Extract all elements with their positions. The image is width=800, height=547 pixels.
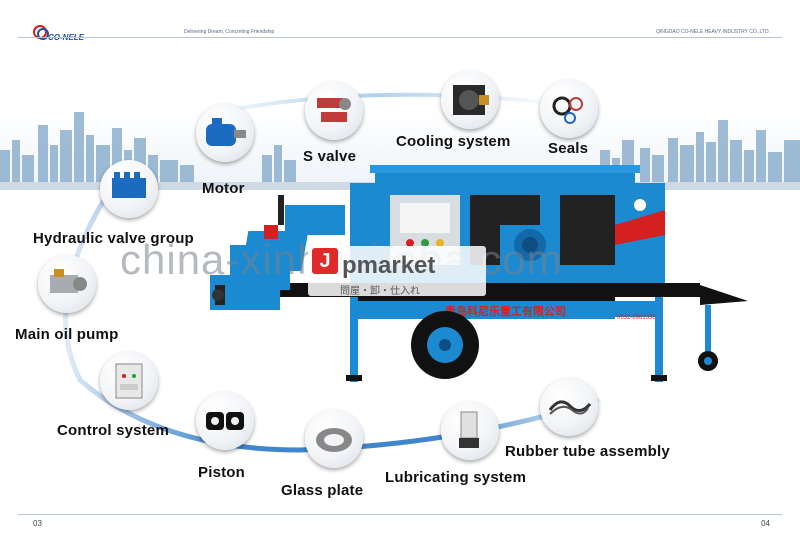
control-system-image — [100, 352, 158, 410]
label-control-system: Control system — [57, 422, 169, 439]
glass-plate-image — [305, 410, 363, 468]
label-motor: Motor — [202, 180, 245, 197]
machine-banner-text: 青岛科尼乐重工有限公司 — [445, 304, 566, 318]
label-s-valve: S valve — [303, 148, 357, 165]
label-hydraulic-valve-group: Hydraulic valve group — [33, 230, 194, 247]
main-oil-pump-image — [38, 255, 96, 313]
page-number-left: 03 — [33, 519, 42, 528]
hydraulic-valve-group-image — [100, 160, 158, 218]
seals-image — [540, 80, 598, 138]
label-cooling-system: Cooling system — [396, 133, 511, 150]
piston-image — [196, 392, 254, 450]
lubricating-system-image — [441, 402, 499, 460]
cooling-system-image — [441, 71, 499, 129]
label-piston: Piston — [198, 464, 246, 481]
watermark-jpmarket-sub: 問屋・卸・仕入れ — [340, 286, 420, 297]
label-glass-plate: Glass plate — [281, 482, 364, 499]
page-number-right: 04 — [761, 519, 770, 528]
jpmarket-logo-icon: J — [312, 248, 338, 274]
rubber-tube-assembly-image — [540, 378, 598, 436]
label-seals: Seals — [548, 140, 589, 157]
header-divider — [18, 37, 782, 38]
label-main-oil-pump: Main oil pump — [15, 326, 119, 343]
label-lubricating-system: Lubricating system — [385, 469, 527, 486]
header-slogan: Delivering Dream, Concreting Friendship — [184, 29, 275, 35]
co-nele-logo-icon — [33, 25, 49, 40]
machine-phone-text: 0532-8961336 — [617, 315, 656, 321]
footer-divider — [18, 514, 782, 515]
header-company: QINGDAO CO-NELE HEAVY INDUSTRY CO.,LTD. — [655, 29, 770, 35]
watermark-jpmarket: pmarket — [342, 252, 436, 279]
motor-image — [196, 104, 254, 162]
s-valve-image — [305, 82, 363, 140]
label-rubber-tube-assembly: Rubber tube assembly — [505, 443, 670, 460]
